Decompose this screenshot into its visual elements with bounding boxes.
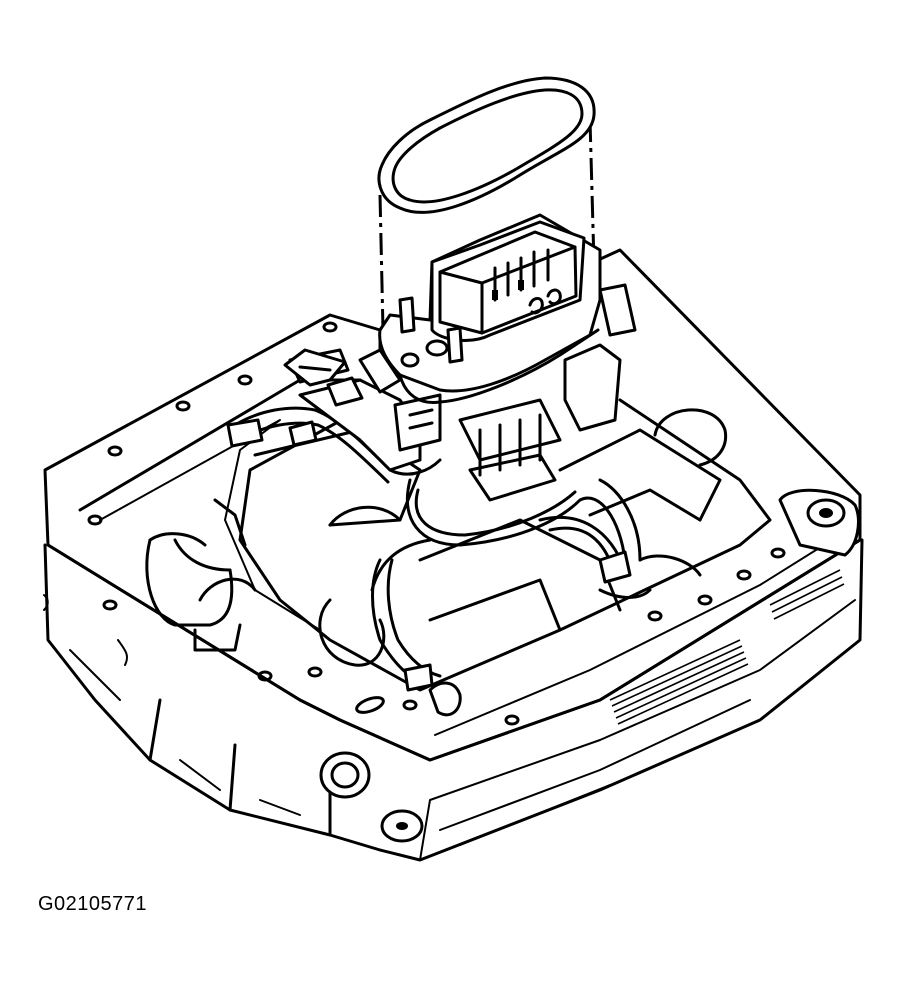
- lower-housing: [43, 538, 864, 862]
- bolt-holes: [87, 321, 786, 726]
- connector-seal: [377, 76, 596, 214]
- right-boss: [653, 408, 860, 557]
- left-bracket: [283, 348, 364, 407]
- figure-code: G02105771: [38, 893, 148, 915]
- valve-body-channels: [145, 428, 722, 667]
- electrical-connector: [377, 76, 602, 405]
